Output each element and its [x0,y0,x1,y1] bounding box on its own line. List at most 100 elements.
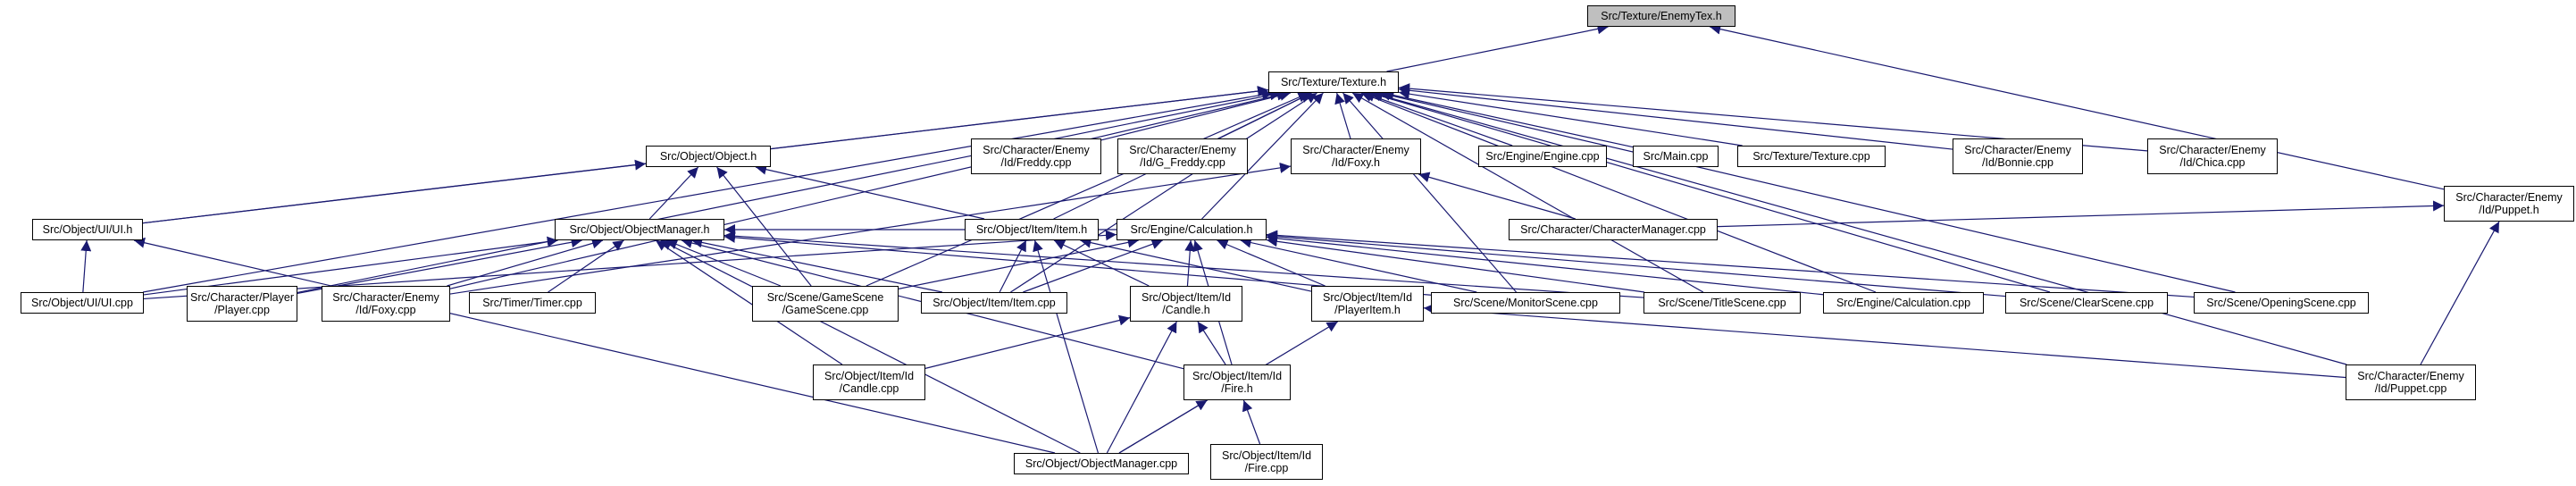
edge-itemcpp-to-texture [1010,92,1317,293]
node-label: /Id/Freddy.cpp [1000,156,1072,169]
edge-playercpp-to-objmgrh [297,237,582,295]
node-label: Src/Character/Player [189,291,294,304]
edge-main-to-texture [1383,89,1634,148]
node-candle-h[interactable]: Src/Object/Item/Id /Candle.h [1130,286,1242,322]
node-label: /Id/Foxy.h [1332,156,1380,169]
node-g-freddy-cpp[interactable]: Src/Character/Enemy /Id/G_Freddy.cpp [1117,138,1248,174]
node-engine-cpp[interactable]: Src/Engine/Engine.cpp [1478,146,1607,167]
node-freddy-cpp[interactable]: Src/Character/Enemy /Id/Freddy.cpp [971,138,1101,174]
node-fire-h[interactable]: Src/Object/Item/Id /Fire.h [1183,364,1291,400]
node-objectmanager-h[interactable]: Src/Object/ObjectManager.h [555,219,724,240]
node-monitorscene-cpp[interactable]: Src/Scene/MonitorScene.cpp [1431,292,1620,314]
node-label: Src/Object/Item/Id [1322,291,1413,304]
node-label: /Candle.h [1162,304,1210,316]
node-label: Src/Object/Item/Item.cpp [933,297,1056,309]
edge-itemh-to-object [755,163,985,220]
node-label: Src/Engine/Calculation.h [1130,223,1253,236]
edge-gamescene-to-calch [898,237,1139,289]
edge-charmgr-to-puppeth [1717,200,2445,228]
edge-title-to-calch [1266,236,1645,293]
edge-clear-to-texture [1369,90,2051,293]
node-label: /PlayerItem.h [1334,304,1401,316]
node-calculation-h[interactable]: Src/Engine/Calculation.h [1117,219,1267,240]
node-label: Src/Engine/Engine.cpp [1485,150,1600,163]
node-ui-cpp[interactable]: Src/Object/UI/UI.cpp [21,292,144,314]
edge-monitor-to-calch [1240,237,1477,293]
edge-candleh-to-calch [1184,239,1196,287]
node-puppet-h[interactable]: Src/Character/Enemy /Id/Puppet.h [2444,186,2574,222]
node-label: /Fire.h [1221,382,1253,395]
node-timer-cpp[interactable]: Src/Timer/Timer.cpp [469,292,596,314]
node-openingscene-cpp[interactable]: Src/Scene/OpeningScene.cpp [2194,292,2369,314]
node-label: Src/Object/Item/Id [1192,370,1283,382]
edge-candlecpp-to-objmgrh [655,239,843,365]
node-label: Src/Character/Enemy [2159,144,2266,156]
node-foxy-h[interactable]: Src/Character/Enemy /Id/Foxy.h [1291,138,1421,174]
node-label: Src/Scene/OpeningScene.cpp [2206,297,2356,309]
node-chica-cpp[interactable]: Src/Character/Enemy /Id/Chica.cpp [2147,138,2278,174]
node-label: Src/Character/Enemy [1129,144,1236,156]
edge-uicpp-to-uih [80,239,92,293]
edge-itemcpp-to-calch [1023,239,1163,293]
node-calculation-cpp[interactable]: Src/Engine/Calculation.cpp [1823,292,1984,314]
node-label: Src/Character/Enemy [2455,191,2563,204]
edge-playeritemh-to-itemh [1080,237,1312,292]
node-gamescene-cpp[interactable]: Src/Scene/GameScene /GameScene.cpp [752,286,899,322]
node-label: /Id/Chica.cpp [2179,156,2246,169]
edge-charmgr-to-foxyh [1418,172,1577,220]
node-label: Src/Character/Enemy [983,144,1090,156]
node-foxy-cpp[interactable]: Src/Character/Enemy /Id/Foxy.cpp [322,286,450,322]
node-charactermanager-cpp[interactable]: Src/Character/CharacterManager.cpp [1509,219,1718,240]
edge-timer-to-objmgrh [548,239,624,293]
node-label: /Id/Puppet.h [2479,204,2539,216]
node-label: /Id/G_Freddy.cpp [1140,156,1225,169]
edge-playeritemh-to-calch [1217,239,1326,287]
node-bonnie-cpp[interactable]: Src/Character/Enemy /Id/Bonnie.cpp [1953,138,2083,174]
node-label: Src/Character/Enemy [1302,144,1409,156]
edge-texcpp-to-texture [1398,88,1743,147]
node-texture-cpp[interactable]: Src/Texture/Texture.cpp [1737,146,1886,167]
edge-calccpp-to-calch [1266,232,1824,296]
node-item-h[interactable]: Src/Object/Item/Item.h [965,219,1099,240]
node-label: Src/Object/ObjectManager.h [569,223,710,236]
node-label: Src/Character/Enemy [332,291,439,304]
edge-puppeth-to-enemytex [1710,23,2445,190]
edge-playercpp-to-texture [297,89,1281,294]
edge-clear-to-calch [1266,230,2006,297]
edge-fireh-to-candleh [1197,321,1226,365]
node-objectmanager-cpp[interactable]: Src/Object/ObjectManager.cpp [1014,453,1189,474]
node-label: Src/Character/CharacterManager.cpp [1520,223,1706,236]
node-puppet-cpp[interactable]: Src/Character/Enemy /Id/Puppet.cpp [2346,364,2476,400]
node-label: Src/Object/UI/UI.h [42,223,133,236]
edge-uicpp-to-texture [142,89,1274,293]
edge-firecpp-to-fireh [1242,399,1261,445]
node-clearscene-cpp[interactable]: Src/Scene/ClearScene.cpp [2005,292,2168,314]
node-playeritem-h[interactable]: Src/Object/Item/Id /PlayerItem.h [1311,286,1424,322]
node-main-cpp[interactable]: Src/Main.cpp [1633,146,1719,167]
node-label: Src/Scene/ClearScene.cpp [2019,297,2154,309]
node-label: Src/Character/Enemy [1964,144,2071,156]
node-label: Src/Object/Item/Id [1221,449,1312,462]
node-texture-h[interactable]: Src/Texture/Texture.h [1268,71,1399,93]
node-ui-h[interactable]: Src/Object/UI/UI.h [32,219,143,240]
edge-opening-to-texture [1379,89,2236,293]
node-label: Src/Object/Item/Item.h [975,223,1088,236]
node-label: /Player.cpp [214,304,270,316]
edge-opening-to-calch [1266,230,2195,298]
node-candle-cpp[interactable]: Src/Object/Item/Id /Candle.cpp [813,364,925,400]
edge-itemcpp-to-objmgrh [690,237,943,293]
node-player-cpp[interactable]: Src/Character/Player /Player.cpp [187,286,297,322]
node-fire-cpp[interactable]: Src/Object/Item/Id /Fire.cpp [1210,444,1323,480]
node-item-cpp[interactable]: Src/Object/Item/Item.cpp [921,292,1067,314]
edge-foxyh-to-texture [1334,92,1351,139]
node-label: Src/Object/Object.h [659,150,757,163]
edge-puppetcpp-to-playeritemh [1423,303,2346,379]
node-label: /GameScene.cpp [782,304,869,316]
node-label: Src/Object/ObjectManager.cpp [1025,457,1178,470]
node-titlescene-cpp[interactable]: Src/Scene/TitleScene.cpp [1643,292,1801,314]
node-label: Src/Character/Enemy [2357,370,2464,382]
node-object-h[interactable]: Src/Object/Object.h [646,146,771,167]
edge-foxycpp-to-texture [449,89,1288,289]
node-label: Src/Object/Item/Id [1141,291,1232,304]
node-label: Src/Scene/TitleScene.cpp [1658,297,1786,309]
